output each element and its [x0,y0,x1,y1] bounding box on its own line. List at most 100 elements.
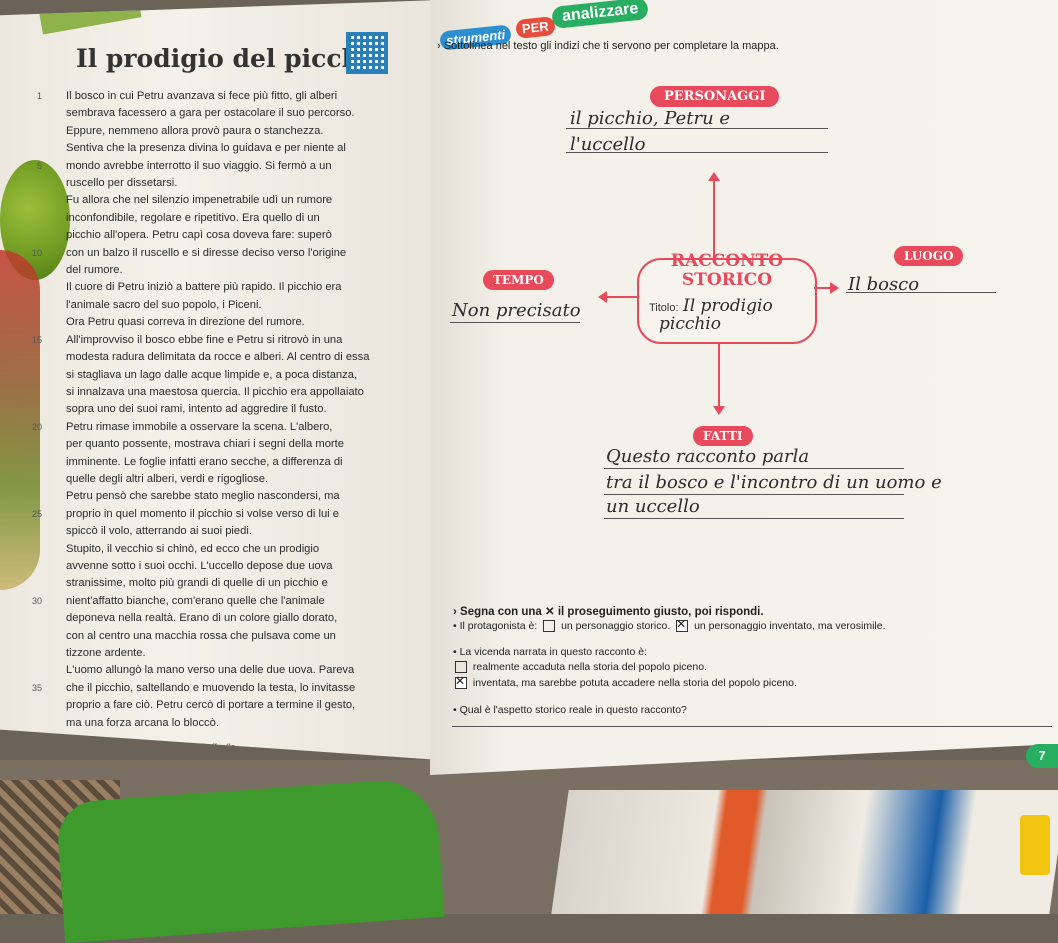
arrow-down-line [718,342,720,408]
side-illustration [0,250,40,590]
story-line-text: Fu allora che nel silenzio impenetrabile… [66,194,333,207]
q2-option-2-checkbox[interactable] [455,674,467,690]
line-number: 10 [31,247,42,258]
line-number: 25 [31,508,42,519]
line-number: 30 [31,595,42,606]
q2-option-2-label: inventata, ma sarebbe potuta accadere ne… [472,677,797,689]
racconto-label-line2: STORICO [681,270,773,290]
arrow-right-head [830,282,839,294]
story-line-text: avvenne sotto i suoi occhi. L'uccello de… [66,559,333,572]
luogo-answer: Il bosco [848,274,920,295]
story-line-text: Petru rimase immobile a osservare la sce… [66,420,333,433]
qr-code-icon[interactable] [346,32,388,74]
story-line-text: si innalzava una maestosa quercia. Il pi… [66,385,364,398]
story-line: Petru pensò che sarebbe stato meglio nas… [66,488,396,505]
story-line: proprio a fare ciò. Petru cercò di porta… [66,697,396,714]
book-yellow-mark [1020,815,1050,875]
answer-line [604,518,904,519]
story-line: picchio all'opera. Petru capì cosa dovev… [66,227,396,244]
tempo-label: TEMPO [483,270,554,290]
q1-option-1-checkbox[interactable] [543,620,556,633]
question-1-label: • Il protagonista è: [453,620,538,632]
tempo-answer: Non precisato [452,300,581,321]
story-line-text: tizzone ardente. [66,647,146,659]
story-line-text: deponeva nella realtà. Erano di un color… [66,612,338,625]
story-line-text: proprio in quel momento il picchio si vo… [66,507,339,520]
story-line-text: l'animale sacro del suo popolo, i Piceni… [66,298,262,311]
story-line: L'uomo allungò la mano verso una delle d… [66,662,396,679]
story-line-text: si stagliava un lago dalle acque limpide… [66,368,358,381]
story-line: ruscello per dissetarsi. [66,175,396,192]
story-line: Sentiva che la presenza divina lo guidav… [66,140,396,157]
q2-option-1-checkbox[interactable] [455,661,467,674]
q2-option-2: inventata, ma sarebbe potuta accadere ne… [452,674,797,690]
personaggi-answer-1: il picchio, Petru e [570,108,731,129]
story-line-text: quelle degli altri alberi, verdi e rigog… [66,472,269,485]
story-line-text: con un balzo il ruscello e si diresse de… [66,246,347,259]
line-number: 35 [31,682,42,693]
racconto-storico-box: RACCONTO STORICO Titolo: Il prodigio pic… [637,252,817,344]
answer-line [566,128,828,129]
story-line: stranissime, molto più grandi di quelle … [66,575,396,592]
decorative-ribbon [38,0,142,35]
story-line-text: spiccò il volo, atterrando ai suoi piedi… [66,525,252,538]
question-3-label: • Qual è l'aspetto storico reale in ques… [453,704,687,716]
story-line-text: modesta radura delimitata da rocce e alb… [66,351,370,364]
story-line-text: stranissime, molto più grandi di quelle … [66,577,328,590]
answer-line [846,292,996,293]
titolo-answer-1: Il prodigio [683,296,773,316]
story-line: avvenne sotto i suoi occhi. L'uccello de… [66,558,396,575]
page-number: 7 [1026,744,1058,768]
q2-option-1-label: realmente accaduta nella storia del popo… [472,661,707,673]
story-line-text: che il picchio, saltellando e muovendo l… [66,681,356,694]
story-line-text: All'improvviso il bosco ebbe fine e Petr… [66,333,343,346]
q2-option-1: realmente accaduta nella storia del popo… [452,661,707,674]
fatti-answer-3: un uccello [606,496,700,517]
story-line: si innalzava una maestosa quercia. Il pi… [66,384,396,401]
story-line-text: L'uomo allungò la mano verso una delle d… [66,664,355,677]
q1-option-1-label: un personaggio storico. [561,620,671,632]
line-number: 1 [36,91,42,101]
answer-line [566,152,828,153]
story-line-text: Il cuore di Petru iniziò a battere più r… [66,281,342,294]
arrow-left-head [598,291,607,303]
luogo-label: LUOGO [894,246,964,266]
story-line-text: imminente. Le foglie infatti erano secch… [66,455,343,468]
story-line: ma una forza arcana lo bloccò. [66,715,396,732]
arrow-up-line [713,180,715,258]
story-line: 25 proprio in quel momento il picchio si … [32,506,396,523]
source-credit: M. Santuliana, Lo pietro del sole, Raffa… [66,742,236,752]
fatti-answer-2: tra il bosco e l'incontro di un uomo e [606,472,942,493]
story-line: deponeva nella realtà. Erano di un color… [66,610,396,627]
story-line: 10 con un balzo il ruscello e si diresse … [32,245,396,262]
book-stack [551,790,1058,914]
personaggi-label: PERSONAGGI [650,86,780,107]
story-line: Il cuore di Petru iniziò a battere più r… [66,279,396,296]
arrow-left-line [606,296,638,298]
answer-line [604,494,904,495]
titolo-label: Titolo: [649,302,679,314]
story-line: Fu allora che nel silenzio impenetrabile… [66,192,396,209]
fatti-label: FATTI [693,426,753,446]
story-line: 35 che il picchio, saltellando e muovendo… [32,680,396,697]
page-title: Il prodigio del picchio [76,44,386,73]
racconto-label: RACCONTO STORICO [639,252,815,290]
green-backpack [55,776,445,943]
line-number: 5 [36,160,42,171]
right-page [430,0,1058,775]
q1-option-2-checkbox[interactable] [676,617,689,633]
story-line: inconfondibile, regolare e ripetitivo. E… [66,210,396,227]
story-line: quelle degli altri alberi, verdi e rigog… [66,471,396,488]
story-line-text: Ora Petru quasi correva in direzione del… [66,316,305,329]
personaggi-answer-2: l'uccello [570,134,646,155]
story-line: l'animale sacro del suo popolo, i Piceni… [66,297,396,314]
titolo-answer-2: picchio [659,314,721,334]
arrow-down-head [713,406,725,415]
story-line-text: ma una forza arcana lo bloccò. [66,716,219,729]
map-instruction: › Sottolinea nel testo gli indizi che ti… [437,40,779,52]
arrow-up-head [708,172,720,181]
